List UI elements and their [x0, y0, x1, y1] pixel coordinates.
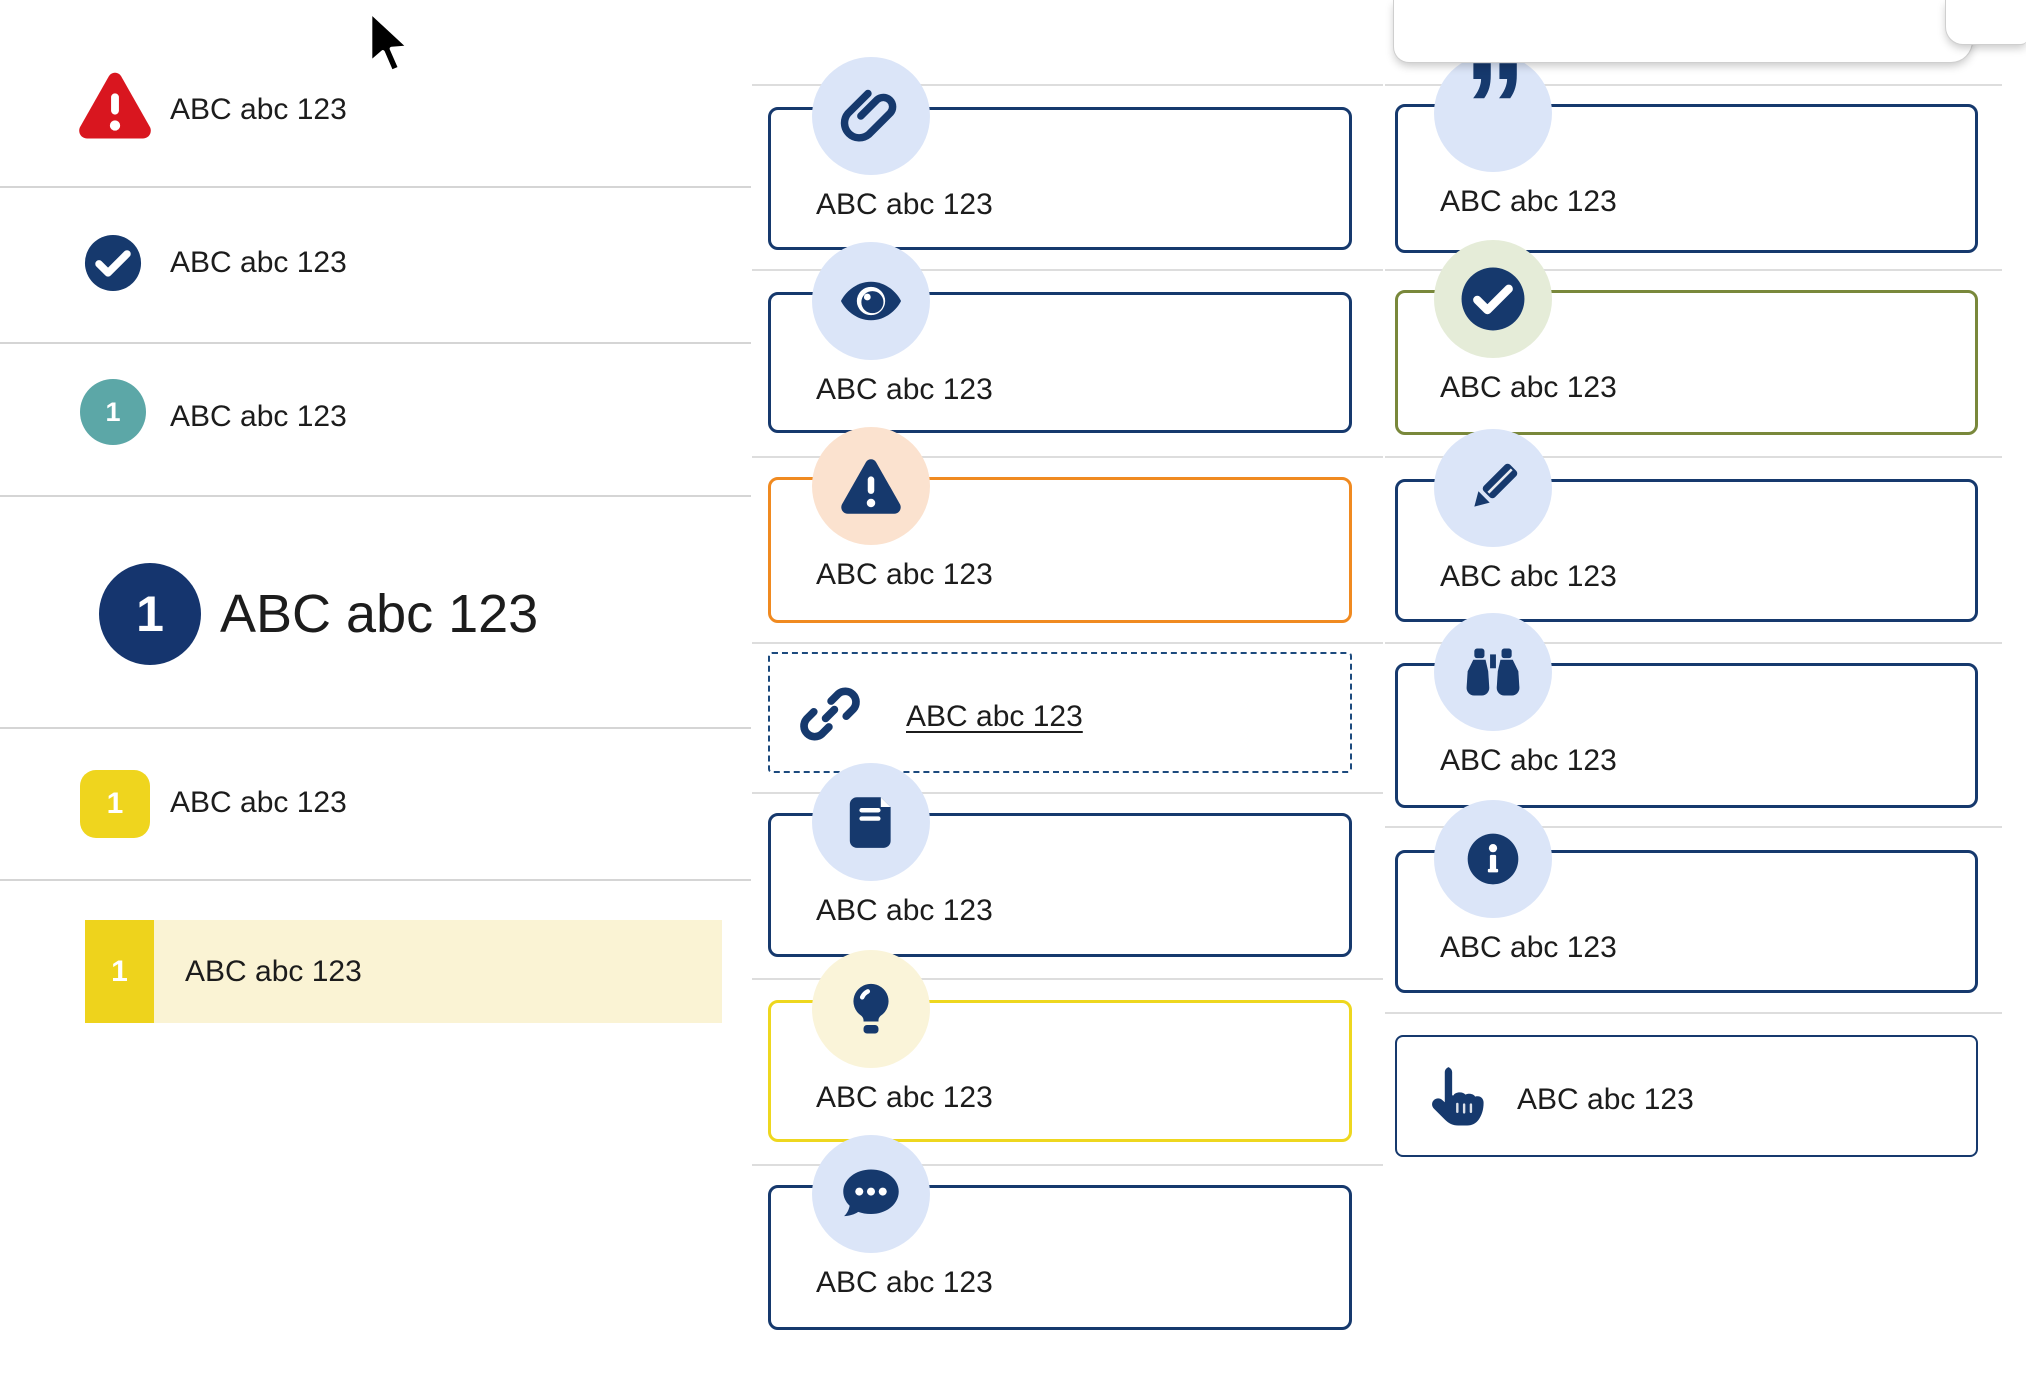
- check-circle-icon: [80, 230, 146, 296]
- left-divider-3: [0, 495, 751, 497]
- card-edit[interactable]: ABC abc 123: [1395, 429, 1978, 622]
- list-item-label: ABC abc 123: [170, 246, 347, 279]
- card-label: ABC abc 123: [1440, 931, 1617, 964]
- window-top-edge-step: [1945, 0, 2026, 45]
- number-badge-yellow: 1: [80, 770, 150, 838]
- binoculars-icon: [1434, 613, 1552, 731]
- card-label: ABC abc 123: [1440, 185, 1617, 218]
- list-item-step-highlighted[interactable]: 1 ABC abc 123: [0, 879, 751, 1040]
- eye-icon: [812, 242, 930, 360]
- card-label: ABC abc 123: [816, 894, 993, 927]
- list-item-step-large[interactable]: 1 ABC abc 123: [0, 495, 751, 727]
- card-label: ABC abc 123: [1440, 371, 1617, 404]
- middle-divider-1: [752, 84, 1383, 86]
- info-icon: [1434, 800, 1552, 918]
- card-link[interactable]: ABC abc 123: [768, 652, 1352, 773]
- card-search[interactable]: ABC abc 123: [1395, 613, 1978, 808]
- list-item-label: ABC abc 123: [170, 93, 347, 126]
- card-link-label[interactable]: ABC abc 123: [906, 700, 1083, 733]
- card-action[interactable]: ABC abc 123: [1395, 1035, 1978, 1157]
- card-label: ABC abc 123: [816, 1266, 993, 1299]
- card-comment[interactable]: ABC abc 123: [768, 1135, 1352, 1330]
- list-item-label: ABC abc 123: [185, 955, 362, 988]
- card-success[interactable]: ABC abc 123: [1395, 240, 1978, 435]
- highlight-band: [85, 920, 722, 1023]
- right-divider-5: [1385, 826, 2002, 828]
- list-item-step-yellow[interactable]: 1 ABC abc 123: [0, 727, 751, 879]
- comment-icon: [812, 1135, 930, 1253]
- card-warning[interactable]: ABC abc 123: [768, 427, 1352, 623]
- middle-divider-7: [752, 1164, 1383, 1166]
- hand-pointer-icon: [1419, 1062, 1487, 1130]
- paperclip-icon: [812, 57, 930, 175]
- card-visibility[interactable]: ABC abc 123: [768, 242, 1352, 433]
- check-circle-icon: [1434, 240, 1552, 358]
- warning-triangle-icon: [812, 427, 930, 545]
- right-divider-2: [1385, 269, 2002, 271]
- left-divider-4: [0, 727, 751, 729]
- card-label: ABC abc 123: [816, 1081, 993, 1114]
- card-info[interactable]: ABC abc 123: [1395, 800, 1978, 993]
- list-item-alert[interactable]: ABC abc 123: [0, 0, 751, 186]
- list-item-label: ABC abc 123: [170, 786, 347, 819]
- window-top-edge: [1393, 0, 1973, 63]
- left-divider-2: [0, 342, 751, 344]
- number-badge-yellow-flat: 1: [85, 920, 154, 1023]
- middle-divider-2: [752, 269, 1383, 271]
- list-item-label-large: ABC abc 123: [220, 584, 539, 644]
- card-tip[interactable]: ABC abc 123: [768, 950, 1352, 1142]
- left-divider-5: [0, 879, 751, 881]
- right-divider-3: [1385, 456, 2002, 458]
- arrow-cursor-icon: [366, 8, 414, 76]
- left-divider-1: [0, 186, 751, 188]
- right-divider-4: [1385, 642, 2002, 644]
- card-label: ABC abc 123: [816, 558, 993, 591]
- card-label: ABC abc 123: [816, 373, 993, 406]
- right-divider-6: [1385, 1012, 2002, 1014]
- middle-divider-6: [752, 978, 1383, 980]
- middle-divider-5: [752, 792, 1383, 794]
- middle-divider-4: [752, 642, 1383, 644]
- list-item-step-teal[interactable]: 1 ABC abc 123: [0, 342, 751, 495]
- card-label: ABC abc 123: [816, 188, 993, 221]
- warning-triangle-icon: [74, 64, 156, 146]
- list-item-complete[interactable]: ABC abc 123: [0, 186, 751, 342]
- link-icon: [797, 681, 863, 747]
- book-icon: [812, 763, 930, 881]
- card-reference[interactable]: ABC abc 123: [768, 763, 1352, 957]
- card-label: ABC abc 123: [1440, 744, 1617, 777]
- quote-icon: ”: [1434, 45, 1552, 172]
- card-label: ABC abc 123: [1440, 560, 1617, 593]
- lightbulb-icon: [812, 950, 930, 1068]
- card-quote[interactable]: ” ABC abc 123: [1395, 45, 1978, 253]
- card-label: ABC abc 123: [1517, 1083, 1694, 1116]
- right-divider-1: [1385, 84, 2002, 86]
- pencil-icon: [1434, 429, 1552, 547]
- card-attachment[interactable]: ABC abc 123: [768, 57, 1352, 250]
- middle-divider-3: [752, 456, 1383, 458]
- number-badge-large-navy: 1: [99, 563, 201, 665]
- number-badge-teal: 1: [80, 379, 146, 445]
- list-item-label: ABC abc 123: [170, 400, 347, 433]
